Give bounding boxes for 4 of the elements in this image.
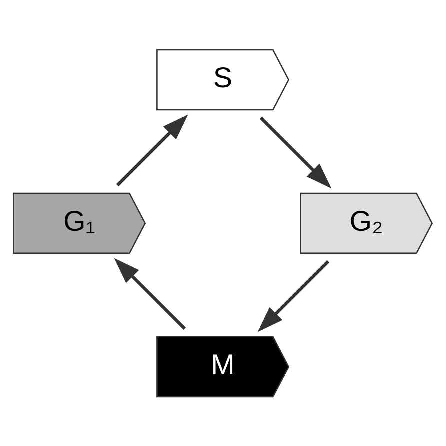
arrow [116,114,188,186]
arrow [260,116,332,188]
arrow [114,258,186,330]
arrow [258,260,330,332]
